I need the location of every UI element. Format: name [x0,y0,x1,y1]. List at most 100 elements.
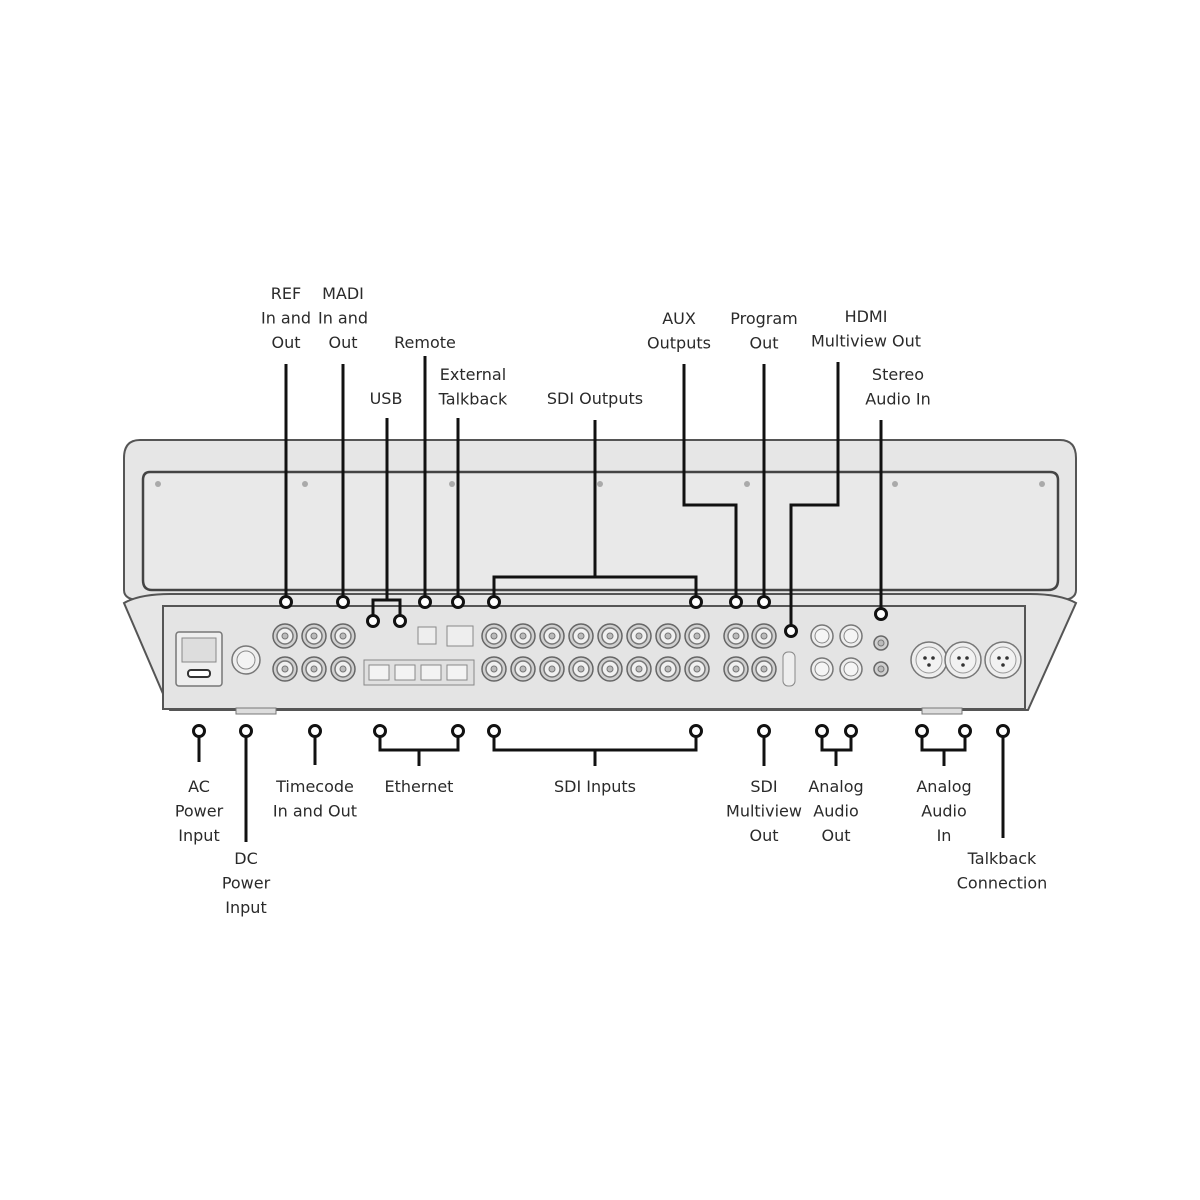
bnc-connector [301,656,327,682]
callout-dot [451,724,465,738]
ethernet-port [394,664,416,681]
sdi-inputs-label: SDI Inputs [554,777,636,796]
callout-dot [874,607,888,621]
rca-jack [873,661,889,677]
device-rear-panel [122,593,1078,715]
callout-dot [958,724,972,738]
sdi-output-bnc [597,623,623,649]
aux-outputs-label: AUX [662,309,696,328]
callout-dot [689,724,703,738]
callout-dot [784,624,798,638]
stereo-audio-in-label: Stereo [872,365,924,384]
analog-audio-in-label: In [937,826,952,845]
usb-label: USB [370,389,403,408]
callout-dot [336,595,350,609]
callout-dot [757,595,771,609]
ref-label: Out [271,333,300,352]
callout-dot [308,724,322,738]
trs-jack [839,624,863,648]
ethernet-port [446,664,468,681]
analog-audio-out-label: Analog [808,777,863,796]
analog-audio-in-label: Analog [916,777,971,796]
bnc-connector [330,656,356,682]
leader-line [789,362,840,625]
callout-dot [996,724,1010,738]
sdi-input-bnc [655,656,681,682]
program-out-label: Out [749,334,778,353]
ac-power-input-label: AC [188,777,210,796]
sdi-output-bnc [481,623,507,649]
program-out-label: Program [730,309,798,328]
callout-dot [487,724,501,738]
leader-line [492,420,698,596]
madi-label: In and [318,309,368,328]
callout-dot [373,724,387,738]
trs-jack [810,624,834,648]
callout-leads [192,356,1010,842]
bnc-connector [272,656,298,682]
madi-label: MADI [322,284,364,303]
stereo-audio-in-label: Audio In [865,390,930,409]
callout-dot [192,724,206,738]
sdi-multiview-out-label: SDI [750,777,777,796]
bnc-connector [723,656,749,682]
talkback-connection-label: Connection [957,874,1048,893]
leader-line [820,737,853,766]
sdi-input-bnc [539,656,565,682]
sdi-output-bnc [626,623,652,649]
analog-audio-in-label: Audio [921,802,966,821]
callout-dot [239,724,253,738]
sdi-input-bnc [684,656,710,682]
sdi-output-bnc [568,623,594,649]
trs-jack [839,657,863,681]
bnc-connector [301,623,327,649]
sdi-multiview-out-label: Multiview [726,802,802,821]
callout-dot [757,724,771,738]
ac-power-input-label: Input [178,826,219,845]
xlr-connector [984,641,1022,679]
aux-outputs-label: Outputs [647,334,711,353]
leader-line [492,737,698,766]
rca-jack [873,635,889,651]
talkback-rj45-port [446,625,474,647]
ac-power-inlet [175,631,223,687]
callout-dot [451,595,465,609]
ac-power-input-label: Power [175,802,224,821]
xlr-connector [910,641,948,679]
remote-label: Remote [394,333,456,352]
hdmi-multiview-out-label: HDMI [845,307,888,326]
leader-line [682,364,738,596]
timecode-label: In and Out [273,802,357,821]
trs-jack [810,657,834,681]
dc-power-input-label: DC [234,849,258,868]
hdmi-port [782,651,796,687]
callout-dot [844,724,858,738]
sdi-output-bnc [684,623,710,649]
remote-port [417,626,437,645]
callout-dot [729,595,743,609]
bnc-connector [723,623,749,649]
callout-dot [418,595,432,609]
analog-audio-out-label: Audio [813,802,858,821]
sdi-output-bnc [539,623,565,649]
bnc-connector [751,623,777,649]
bnc-connector [330,623,356,649]
sdi-output-bnc [510,623,536,649]
dc-power-input-label: Power [222,874,271,893]
bnc-connector [751,656,777,682]
sdi-input-bnc [510,656,536,682]
leader-line [371,418,402,615]
external-talkback-label: External [440,365,506,384]
sdi-multiview-out-label: Out [749,826,778,845]
dc-power-input-label: Input [225,898,266,917]
ref-label: In and [261,309,311,328]
callout-dot [279,595,293,609]
analog-audio-out-label: Out [821,826,850,845]
timecode-label: Timecode [275,777,354,796]
external-talkback-label: Talkback [438,390,508,409]
ethernet-port [420,664,442,681]
callout-dot [366,614,380,628]
madi-label: Out [328,333,357,352]
sdi-input-bnc [568,656,594,682]
